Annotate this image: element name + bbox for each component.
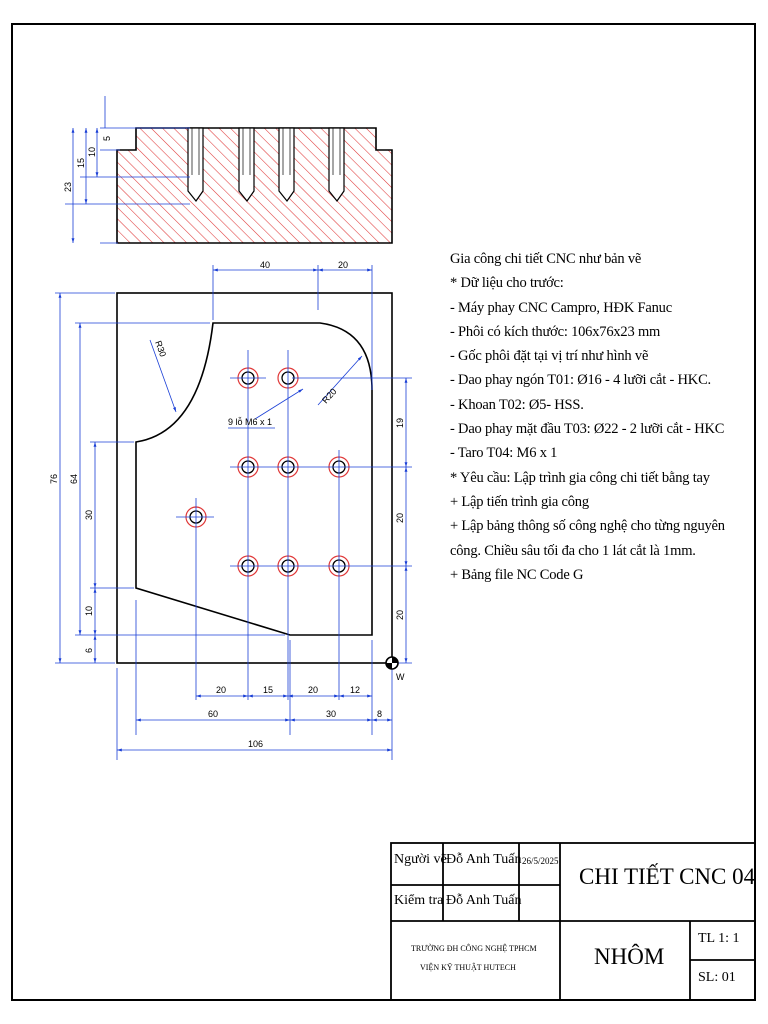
requirements-notes: Gia công chi tiết CNC như bản vẽ * Dữ li… [450,247,760,587]
section-dim-5: 5 [102,136,112,141]
sheet-frame [11,23,756,1001]
quantity: SL: 01 [698,970,736,985]
checked-by-label: Kiểm tra [394,893,444,908]
note-line: - Khoan T02: Ø5- HSS. [450,396,584,413]
workpiece-origin-icon [385,656,399,670]
material: NHÔM [594,944,665,969]
dim-bottom-20a: 20 [216,685,226,695]
dim-bottom-12: 12 [350,685,360,695]
dim-left-64: 64 [69,474,79,484]
school-name: TRƯỜNG ĐH CÔNG NGHỆ TPHCM [411,944,537,953]
part-contour [135,322,373,636]
dim-left-6: 6 [84,648,94,653]
note-line: - Phôi có kích thước: 106x76x23 mm [450,323,661,340]
note-line: công. Chiều sâu tối đa cho 1 lát cắt là … [450,542,696,559]
callout-r20: R20 [320,386,338,405]
note-line: + Lập bảng thông số công nghệ cho từng n… [450,518,725,535]
dim-bottom-20b: 20 [308,685,318,695]
scale: TL 1: 1 [698,931,740,946]
title-block-frame [390,842,756,1001]
note-line: + Bảng file NC Code G [450,566,584,583]
drawing-title: CHI TIẾT CNC 04 [579,864,756,889]
dim-left-30: 30 [84,510,94,520]
note-line: + Lập tiến trình gia công [450,493,589,510]
drawn-date: 26/5/2025 [522,856,559,866]
dim-right-19: 19 [395,418,405,428]
institute-name: VIỆN KỸ THUẬT HUTECH [420,963,516,972]
note-line: - Taro T04: M6 x 1 [450,445,558,462]
origin-label: W [396,672,405,682]
note-line: * Dữ liệu cho trước: [450,275,564,292]
dim-bottom-15: 15 [263,685,273,695]
dim-top-40: 40 [260,260,270,270]
dim-bottom-60: 60 [208,709,218,719]
section-view: 5 10 15 23 [63,96,393,244]
checked-by-name: Đỗ Anh Tuấn [446,893,522,908]
dim-bottom-106: 106 [248,739,263,749]
dim-bottom-30: 30 [326,709,336,719]
dim-right-20a: 20 [395,513,405,523]
plan-view: W R30 R20 9 lỗ M6 x 1 40 20 76 64 30 10 … [49,260,412,760]
note-line: - Dao phay mặt đầu T03: Ø22 - 2 lưỡi cắt… [450,421,725,438]
note-line: - Gốc phôi đặt tại vị trí như hình vẽ [450,348,649,365]
drawn-by-label: Người vẽ [394,852,447,867]
note-line: - Dao phay ngón T01: Ø16 - 4 lưỡi cắt - … [450,372,711,389]
section-dim-23: 23 [63,182,73,192]
drawn-by-name: Đỗ Anh Tuấn [446,852,522,867]
stock-outline [116,292,393,664]
dim-left-10: 10 [84,606,94,616]
dim-right-20b: 20 [395,610,405,620]
section-dim-15: 15 [76,158,86,168]
section-dim-10: 10 [87,147,97,157]
dim-bottom-8: 8 [377,709,382,719]
callout-holes: 9 lỗ M6 x 1 [228,417,272,427]
dim-left-76: 76 [49,474,59,484]
note-line: Gia công chi tiết CNC như bản vẽ [450,251,642,267]
note-line: - Máy phay CNC Campro, HĐK Fanuc [450,299,672,316]
dim-top-20: 20 [338,260,348,270]
note-line: * Yêu cầu: Lập trình gia công chi tiết b… [450,469,710,486]
